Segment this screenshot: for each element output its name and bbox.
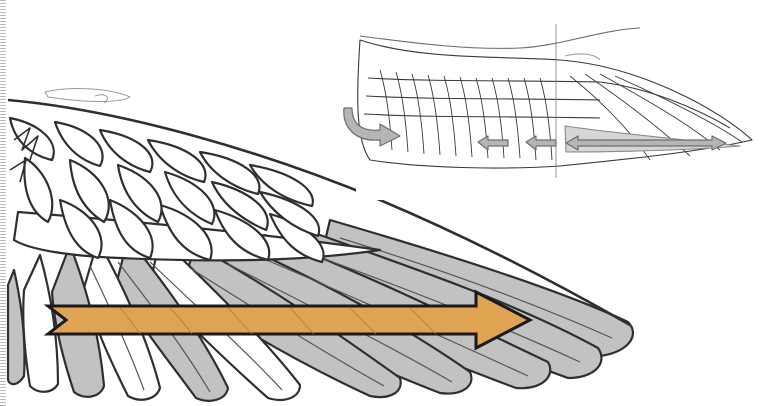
wing-illustration: [0, 0, 763, 406]
inset-wing-drawing: [0, 0, 763, 406]
